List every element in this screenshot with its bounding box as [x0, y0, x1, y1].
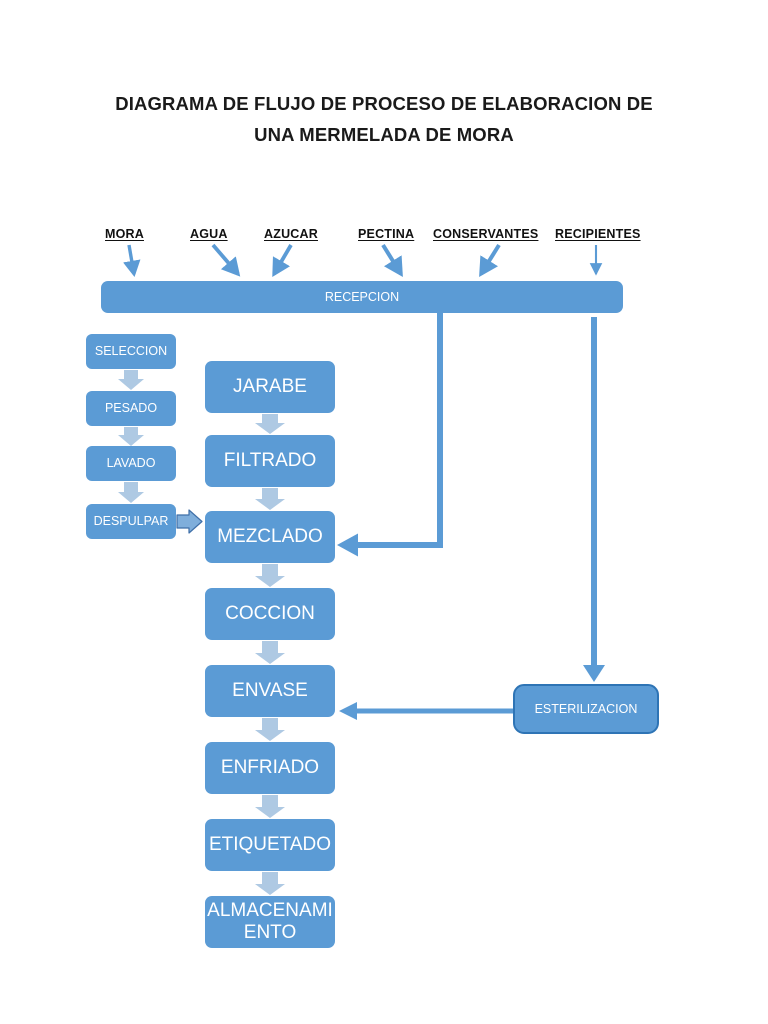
input-label-mora: MORA — [105, 227, 144, 241]
step-arrow-enfriado-to-etiquetado — [255, 795, 285, 818]
process-box-almacenamiento-line-2: ENTO — [243, 922, 297, 943]
step-arrow-coccion-to-envase — [255, 641, 285, 664]
process-box-almacenamiento[interactable]: ALMACENAMI ENTO — [205, 896, 335, 948]
page-title-line-1: DIAGRAMA DE FLUJO DE PROCESO DE ELABORAC… — [115, 93, 653, 114]
input-label-recipientes: RECIPIENTES — [555, 227, 641, 241]
input-label-agua: AGUA — [190, 227, 228, 241]
process-box-pesado[interactable]: PESADO — [86, 391, 176, 426]
input-label-pectina: PECTINA — [358, 227, 415, 241]
process-box-recepcion[interactable]: RECEPCION — [101, 281, 623, 313]
process-box-esterilizacion[interactable]: ESTERILIZACION — [513, 684, 659, 734]
connector-recepcion-to-esterilizacion — [583, 317, 605, 682]
page-title-line-2: UNA MERMELADA DE MORA — [254, 124, 514, 145]
connector-esterilizacion-to-envase — [339, 702, 513, 720]
connector-recepcion-to-mezclado — [337, 313, 443, 557]
process-box-etiquetado[interactable]: ETIQUETADO — [205, 819, 335, 871]
process-box-seleccion[interactable]: SELECCION — [86, 334, 176, 369]
process-box-mezclado[interactable]: MEZCLADO — [205, 511, 335, 563]
step-arrow-mezclado-to-coccion — [255, 564, 285, 587]
step-arrow-jarabe-to-filtrado — [255, 414, 285, 434]
input-arrow-azucar — [272, 244, 293, 277]
input-arrow-agua — [211, 243, 241, 277]
process-box-envase[interactable]: ENVASE — [205, 665, 335, 717]
input-arrow-mora — [123, 244, 141, 278]
input-arrow-pectina — [381, 243, 403, 278]
step-arrow-seleccion-to-pesado — [118, 370, 144, 390]
step-arrow-envase-to-enfriado — [255, 718, 285, 741]
process-box-coccion[interactable]: COCCION — [205, 588, 335, 640]
process-box-despulpar[interactable]: DESPULPAR — [86, 504, 176, 539]
step-arrow-etiquetado-to-almacenamiento — [255, 872, 285, 895]
process-box-jarabe[interactable]: JARABE — [205, 361, 335, 413]
process-box-filtrado[interactable]: FILTRADO — [205, 435, 335, 487]
connector-despulpar-to-mezclado — [176, 509, 203, 534]
step-arrow-filtrado-to-mezclado — [255, 488, 285, 510]
step-arrow-lavado-to-despulpar — [118, 482, 144, 503]
process-box-lavado[interactable]: LAVADO — [86, 446, 176, 481]
input-arrow-conservantes — [479, 243, 501, 278]
step-arrow-pesado-to-lavado — [118, 427, 144, 446]
process-box-almacenamiento-line-1: ALMACENAMI — [207, 899, 333, 921]
input-label-azucar: AZUCAR — [264, 227, 318, 241]
process-box-enfriado[interactable]: ENFRIADO — [205, 742, 335, 794]
page-title: DIAGRAMA DE FLUJO DE PROCESO DE ELABORAC… — [64, 88, 704, 150]
input-label-conservantes: CONSERVANTES — [433, 227, 539, 241]
